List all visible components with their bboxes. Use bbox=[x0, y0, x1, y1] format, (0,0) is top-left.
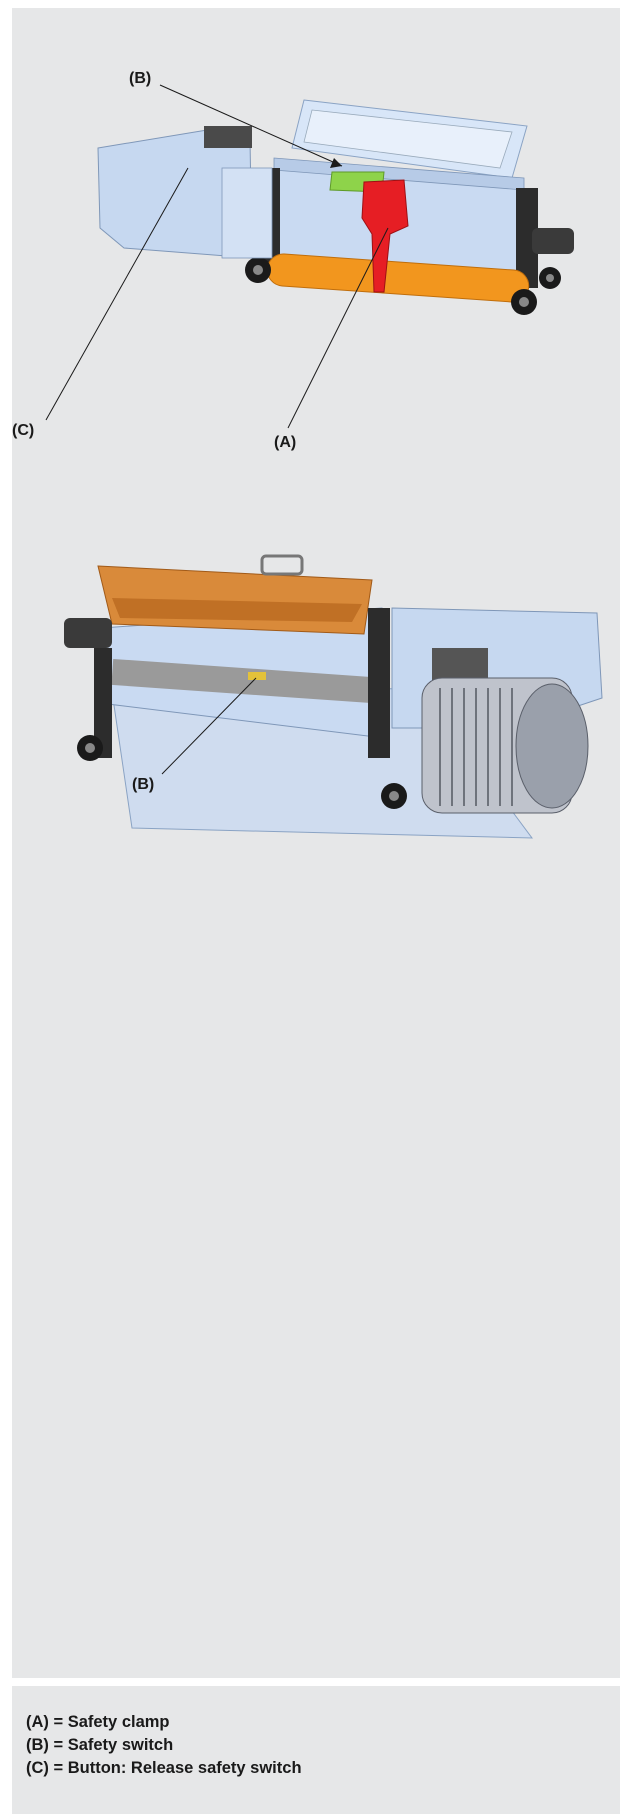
legend-item-b: (B) = Safety switch bbox=[26, 1736, 174, 1754]
legend-item-a: (A) = Safety clamp bbox=[26, 1713, 170, 1731]
figure2-callout-b: (B) bbox=[132, 776, 155, 793]
legend-item-c: (C) = Button: Release safety switch bbox=[26, 1759, 302, 1777]
figures-panel: (B) (C) (A) (B) bbox=[12, 8, 620, 1678]
figure1-callout-b: (B) bbox=[129, 70, 152, 87]
legend-list: (A) = Safety clamp (B) = Safety switch (… bbox=[26, 1711, 302, 1780]
machine-figure-1 bbox=[45, 84, 574, 429]
machine-figure-2 bbox=[64, 554, 603, 839]
figure1-callout-a: (A) bbox=[274, 434, 297, 451]
figure1-callout-c: (C) bbox=[12, 422, 35, 439]
legend-panel: (A) = Safety clamp (B) = Safety switch (… bbox=[12, 1686, 620, 1814]
